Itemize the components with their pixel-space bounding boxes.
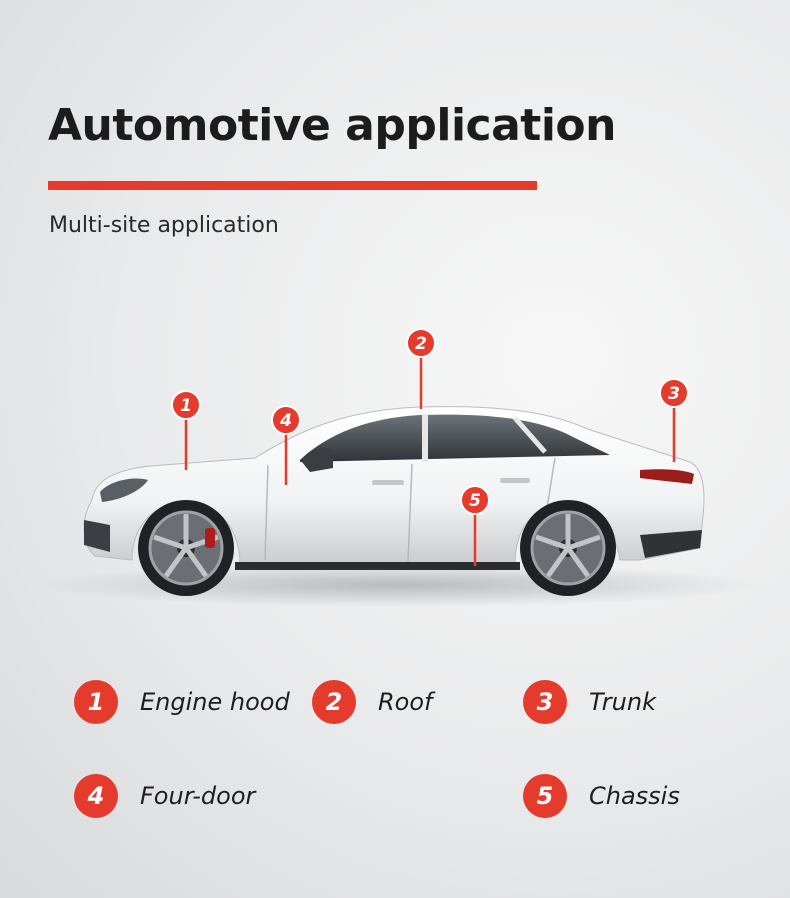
legend-badge: 3 bbox=[523, 680, 567, 724]
svg-text:5: 5 bbox=[469, 491, 481, 511]
legend-label: Engine hood bbox=[140, 688, 290, 716]
title-underline bbox=[48, 181, 537, 190]
svg-text:3: 3 bbox=[668, 384, 680, 404]
marker-chassis: 5 bbox=[460, 485, 490, 566]
legend-label: Chassis bbox=[589, 782, 680, 810]
marker-four-door: 4 bbox=[271, 405, 301, 485]
side-mirror bbox=[302, 448, 333, 472]
marker-engine-hood: 1 bbox=[171, 390, 201, 470]
legend-badge: 1 bbox=[74, 680, 118, 724]
legend-item-four-door: 4 Four-door bbox=[74, 774, 255, 818]
page-subtitle: Multi-site application bbox=[49, 213, 279, 238]
legend-item-engine-hood: 1 Engine hood bbox=[74, 680, 290, 724]
marker-roof: 2 bbox=[406, 328, 436, 409]
svg-text:4: 4 bbox=[279, 411, 292, 431]
headlight bbox=[100, 478, 148, 502]
page-title: Automotive application bbox=[48, 100, 616, 151]
car-windows bbox=[300, 414, 610, 462]
legend-label: Four-door bbox=[140, 782, 256, 810]
svg-text:2: 2 bbox=[415, 334, 427, 354]
front-wheel bbox=[138, 500, 234, 596]
legend-item-trunk: 3 Trunk bbox=[523, 680, 656, 724]
legend-label: Trunk bbox=[589, 688, 656, 716]
legend-badge: 2 bbox=[312, 680, 356, 724]
legend-badge: 4 bbox=[74, 774, 118, 818]
legend-item-roof: 2 Roof bbox=[312, 680, 433, 724]
legend-label: Roof bbox=[378, 688, 433, 716]
rear-wheel bbox=[520, 500, 616, 596]
legend-badge: 5 bbox=[523, 774, 567, 818]
legend-item-chassis: 5 Chassis bbox=[523, 774, 680, 818]
marker-trunk: 3 bbox=[659, 378, 689, 462]
taillight bbox=[640, 469, 694, 484]
svg-text:1: 1 bbox=[180, 396, 192, 416]
